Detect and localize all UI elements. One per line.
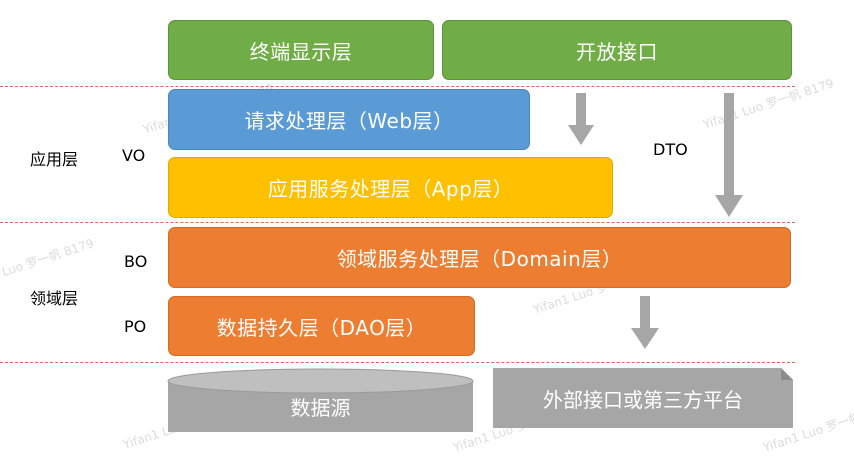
down-arrow-icon xyxy=(715,93,743,217)
datasource-cylinder xyxy=(167,368,474,432)
dto-label: DTO xyxy=(653,140,688,159)
app-layer: 应用服务处理层（App层） xyxy=(168,157,613,218)
domain-layer-label: 领域层 xyxy=(30,289,79,308)
po-label: PO xyxy=(124,317,147,336)
external-platform-label: 外部接口或第三方平台 xyxy=(543,387,743,412)
dao-layer: 数据持久层（DAO层） xyxy=(168,296,475,356)
terminal-display-layer: 终端显示层 xyxy=(168,20,434,80)
domain-layer: 领域服务处理层（Domain层） xyxy=(168,227,791,288)
divider-top xyxy=(0,86,795,87)
divider-middle xyxy=(0,222,795,223)
web-layer: 请求处理层（Web层） xyxy=(168,89,530,150)
down-arrow-icon xyxy=(631,296,659,349)
down-arrow-icon xyxy=(568,93,594,145)
vo-label: VO xyxy=(122,146,146,165)
external-platform-shape xyxy=(493,368,793,428)
watermark: Yifan1 Luo 罗一帆 8179 xyxy=(0,236,96,291)
divider-bottom xyxy=(0,362,795,363)
app-layer-label: 应用层 xyxy=(30,150,79,169)
open-api-layer: 开放接口 xyxy=(442,20,792,80)
bo-label: BO xyxy=(124,252,148,271)
datasource-label: 数据源 xyxy=(290,395,351,420)
